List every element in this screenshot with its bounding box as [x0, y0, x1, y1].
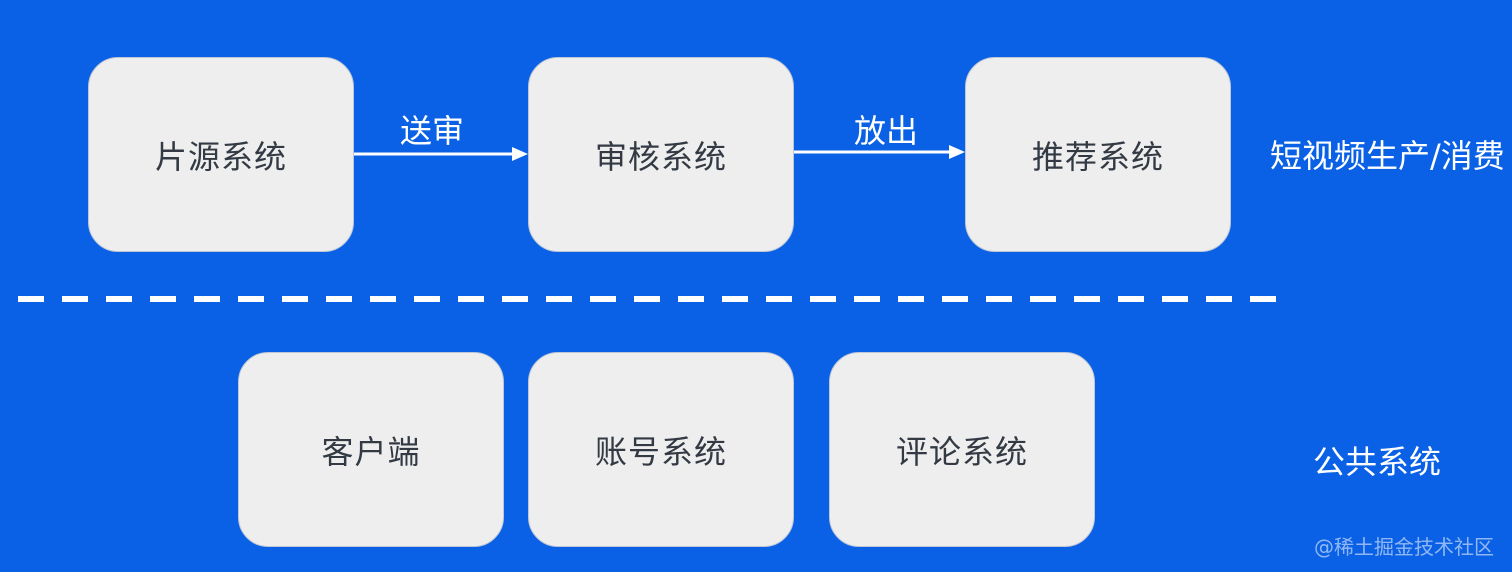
box-client-label: 客户端	[321, 432, 421, 471]
box-pianyuan-label: 片源系统	[154, 137, 287, 176]
box-shenhe-label: 审核系统	[594, 137, 727, 176]
arrow-label-songshen: 送审	[400, 112, 465, 150]
box-comment-system: 评论系统	[829, 352, 1095, 547]
arrow-label-fangchu: 放出	[854, 112, 919, 150]
box-shenhe-system: 审核系统	[528, 57, 794, 252]
box-account-system: 账号系统	[528, 352, 794, 547]
box-client: 客户端	[238, 352, 504, 547]
box-pianyuan-system: 片源系统	[88, 57, 354, 252]
box-account-label: 账号系统	[594, 432, 727, 471]
side-label-public: 公共系统	[1313, 443, 1442, 481]
arrow-to-recommend	[794, 145, 965, 159]
box-tuijian-label: 推荐系统	[1031, 137, 1164, 176]
box-comment-label: 评论系统	[895, 432, 1028, 471]
arrow-to-review	[354, 147, 528, 161]
watermark-text: @稀土掘金技术社区	[1314, 535, 1494, 559]
box-tuijian-system: 推荐系统	[965, 57, 1231, 252]
side-label-production: 短视频生产/消费	[1270, 137, 1505, 175]
